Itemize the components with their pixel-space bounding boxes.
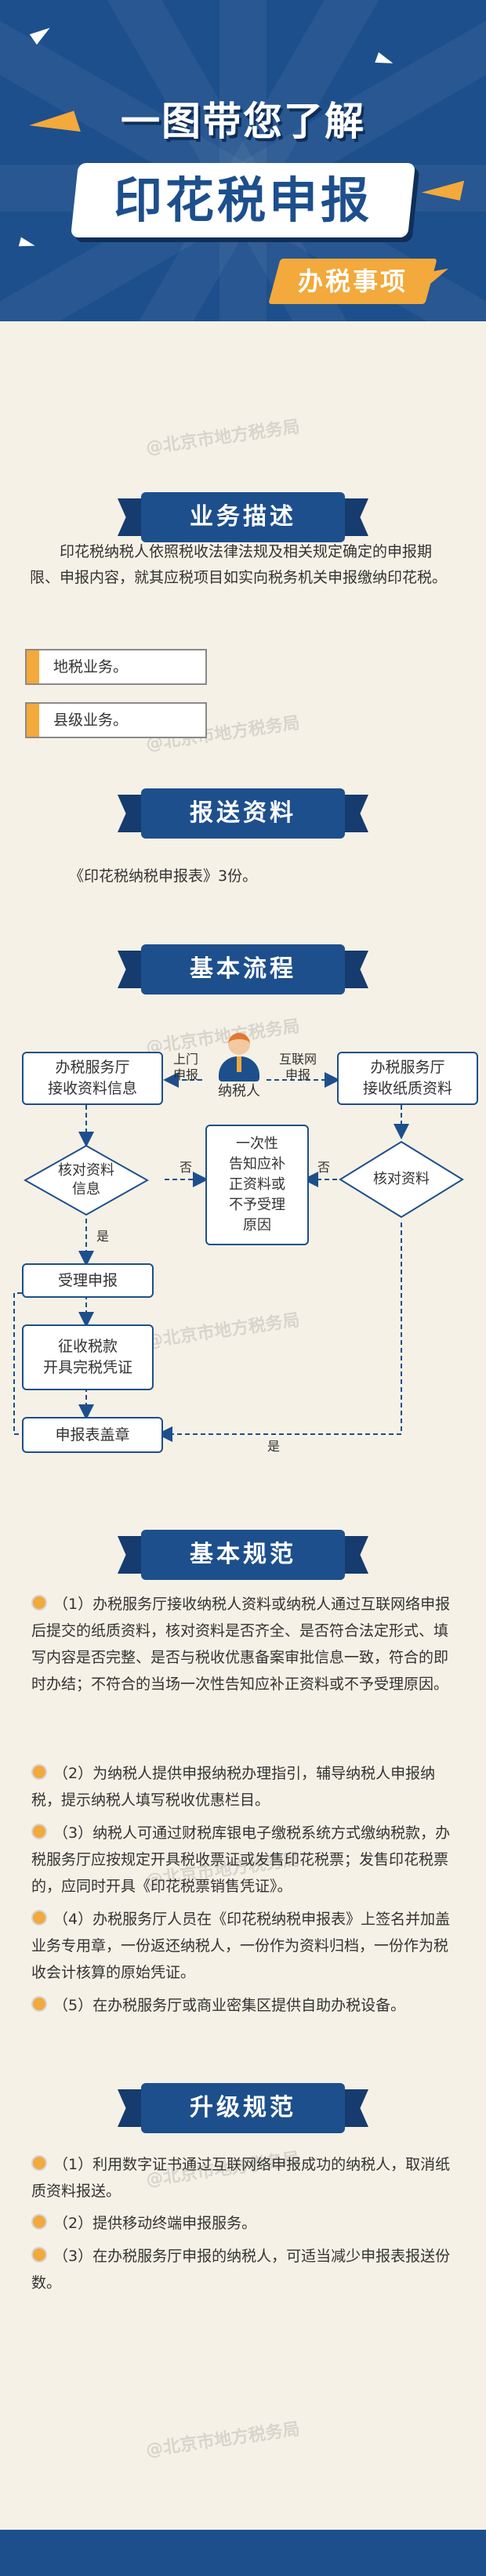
section-title-upgrade: 升级规范	[118, 2083, 368, 2133]
bullet-icon	[31, 1764, 47, 1780]
bullet-icon	[31, 1595, 47, 1610]
flow-label-yes-bottom: 是	[267, 1439, 280, 1454]
flow-label-onsite: 上门 申报	[172, 1052, 198, 1082]
flow-label-online: 互联网 申报	[278, 1052, 317, 1082]
tag-county-level: 县级业务。	[25, 702, 207, 738]
bullet-icon	[31, 1824, 47, 1839]
upgrade-item: （3）在办税服务厅申报的纳税人，可适当减少申报表报送份数。	[31, 2247, 451, 2292]
header-title-line2: 印花税申报	[113, 172, 372, 229]
bullet-icon	[31, 2214, 47, 2230]
description-text: 印花税纳税人依照税收法律法规及相关规定确定的申报期限、申报内容，就其应税项目如实…	[30, 543, 448, 586]
flow-collect: 征收税款 开具完税凭证	[22, 1324, 154, 1390]
flow-check-left-text: 核对资料 信息	[58, 1162, 114, 1197]
flow-left-hall: 办税服务厅 接收资料信息	[22, 1052, 163, 1105]
rule-item: （3）纳税人可通过财税库银电子缴税系统方式缴纳税款，办税服务厅应按规定开具税收票…	[31, 1824, 451, 1895]
tag-local-tax: 地税业务。	[25, 649, 207, 685]
bullet-icon	[31, 2247, 47, 2263]
materials-text: 《印花税纳税申报表》3份。	[69, 868, 258, 885]
bullet-icon	[31, 1996, 47, 2012]
flow-right-hall: 办税服务厅 接收纸质资料	[337, 1052, 478, 1105]
header-tag: 办税事项	[297, 266, 408, 296]
flow-label-yes-left: 是	[96, 1229, 109, 1244]
rule-item: （2）为纳税人提供申报纳税办理指引，辅导纳税人申报纳税，提示纳税人填写税收优惠栏…	[31, 1764, 436, 1809]
flow-label-no-right: 否	[317, 1160, 330, 1175]
section-title-process: 基本流程	[118, 944, 368, 995]
section-title-rules: 基本规范	[118, 1530, 368, 1580]
rule-item: （1）办税服务厅接收纳税人资料或纳税人通过互联网络申报后提交的纸质资料，核对资料…	[31, 1595, 451, 1693]
flow-check-left-diamond: 核对资料 信息	[23, 1144, 150, 1216]
header-title-line1: 一图带您了解	[55, 90, 431, 153]
flow-taxpayer-label: 纳税人	[218, 1083, 260, 1100]
flow-check-right-diamond: 核对资料	[339, 1140, 464, 1219]
rule-item: （5）在办税服务厅或商业密集区提供自助办税设备。	[31, 1992, 459, 2019]
taxpayer-avatar-icon	[216, 1033, 263, 1081]
upgrade-item: （1）利用数字证书通过互联网络申报成功的纳税人，取消纸质资料报送。	[31, 2155, 451, 2200]
section-title-materials: 报送资料	[118, 788, 368, 839]
flow-notice-box: 一次性 告知应补 正资料或 不予受理 原因	[205, 1125, 309, 1245]
bullet-icon	[31, 1910, 47, 1926]
rule-item: （4）办税服务厅人员在《印花税纳税申报表》上签名并加盖业务专用章，一份返还纳税人…	[31, 1910, 451, 1981]
upgrade-item: （2）提供移动终端申报服务。	[31, 2210, 459, 2237]
section-title-description: 业务描述	[118, 492, 368, 542]
flow-check-right-text: 核对资料	[373, 1171, 430, 1187]
flow-accept: 受理申报	[22, 1263, 154, 1298]
bullet-icon	[31, 2155, 47, 2171]
footer-band	[0, 2530, 486, 2576]
flow-label-no-left: 否	[179, 1160, 192, 1175]
flow-stamp: 申报表盖章	[22, 1417, 163, 1453]
header-banner	[0, 0, 486, 321]
